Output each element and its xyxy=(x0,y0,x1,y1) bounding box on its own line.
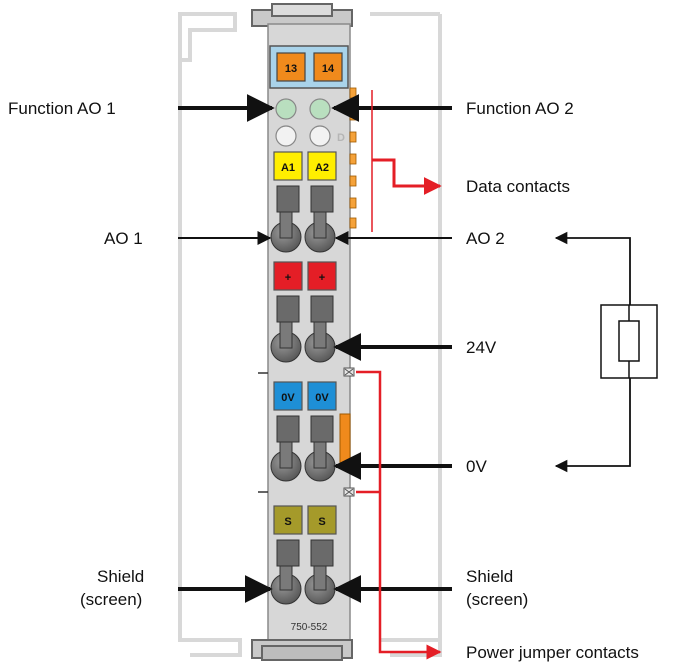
terminal-row-ao xyxy=(270,185,336,253)
label-function-ao1: Function AO 1 xyxy=(8,99,116,118)
led-spare-left xyxy=(275,125,297,147)
tag-s-right xyxy=(307,505,337,535)
wire-to-0v xyxy=(554,378,631,473)
power-jumper-bracket xyxy=(356,370,442,660)
tag-plus-left-text: + xyxy=(285,272,291,284)
label-shield-left-1: Shield xyxy=(97,567,144,586)
power-jumper-mark-upper xyxy=(343,367,355,377)
tag-s-left xyxy=(273,505,303,535)
tag-plus-right-text: + xyxy=(319,272,325,284)
label-power-jumper: Power jumper contacts xyxy=(466,643,639,662)
tag-14 xyxy=(313,52,343,82)
tag-a1-text: A1 xyxy=(281,162,295,174)
tag-a2 xyxy=(307,151,337,181)
label-ao1: AO 1 xyxy=(104,229,143,248)
red-callouts xyxy=(356,90,442,660)
arrow-data-contacts xyxy=(372,158,442,195)
tag-s-right-text: S xyxy=(318,516,325,528)
led-letter-d: D xyxy=(337,132,345,144)
power-jumper-mark-lower xyxy=(343,487,355,497)
tag-13 xyxy=(276,52,306,82)
label-function-ao2: Function AO 2 xyxy=(466,99,574,118)
tag-0v-left-text: 0V xyxy=(281,392,295,404)
resistor-icon xyxy=(618,320,640,362)
label-data-contacts: Data contacts xyxy=(466,177,570,196)
model-number: 750-552 xyxy=(291,622,328,633)
label-shield-left-2: (screen) xyxy=(80,590,142,609)
tag-13-text: 13 xyxy=(285,63,297,75)
led-function-ao1 xyxy=(275,98,297,120)
tag-0v-right xyxy=(307,381,337,411)
tag-14-text: 14 xyxy=(322,63,335,75)
tag-s-left-text: S xyxy=(284,516,291,528)
led-function-ao2 xyxy=(309,98,331,120)
led-spare-right xyxy=(309,125,331,147)
label-0v: 0V xyxy=(466,457,487,476)
label-shield-right-2: (screen) xyxy=(466,590,528,609)
bottom-clip xyxy=(251,639,353,661)
terminal-row-24v xyxy=(270,295,336,363)
callout-arrows xyxy=(178,94,452,603)
tag-a1 xyxy=(273,151,303,181)
tag-a2-text: A2 xyxy=(315,162,329,174)
tag-0v-right-text: 0V xyxy=(315,392,329,404)
label-24v: 24V xyxy=(466,338,497,357)
load-wiring xyxy=(554,231,658,473)
tag-0v-left xyxy=(273,381,303,411)
label-shield-right-1: Shield xyxy=(466,567,513,586)
wire-to-ao2 xyxy=(554,231,631,305)
side-contact-0v xyxy=(339,413,351,465)
terminal-row-shield xyxy=(270,539,336,605)
top-clip xyxy=(251,3,353,27)
tag-plus-left xyxy=(273,261,303,291)
tag-plus-right xyxy=(307,261,337,291)
label-ao2: AO 2 xyxy=(466,229,505,248)
terminal-row-0v xyxy=(270,415,336,482)
